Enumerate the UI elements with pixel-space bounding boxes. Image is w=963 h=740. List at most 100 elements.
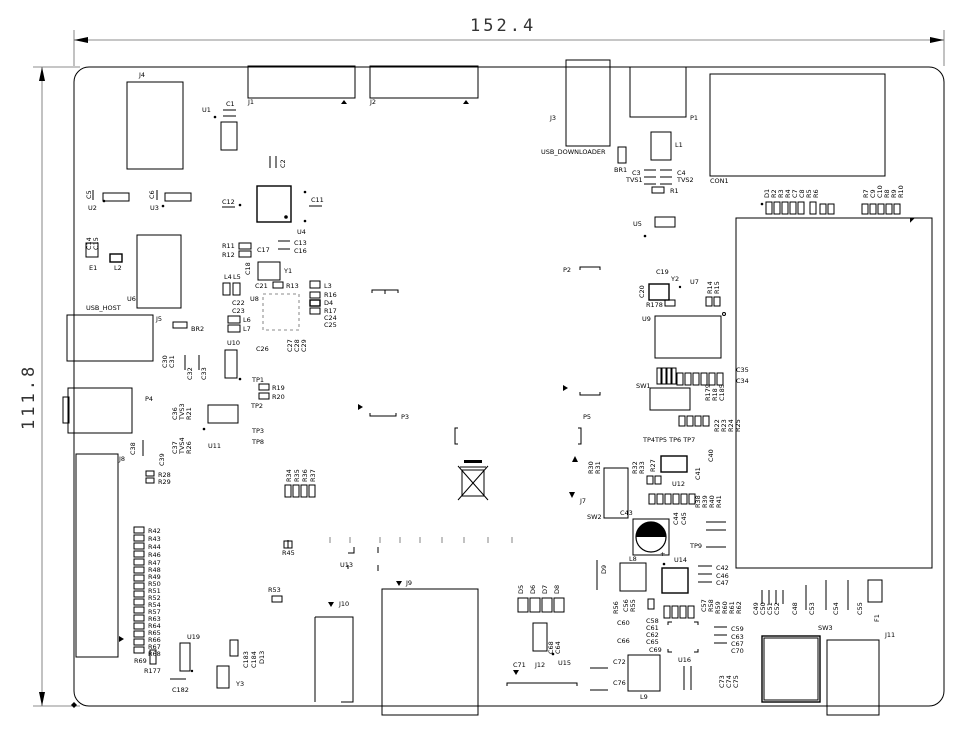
ref-F1: F1: [873, 614, 881, 622]
ref-C8: C8: [798, 189, 806, 198]
ref-R29: R29: [158, 478, 171, 486]
ref-C29: C29: [300, 339, 308, 352]
ref-U7: U7: [690, 278, 699, 286]
ref-C64: C64: [554, 641, 562, 654]
ref-R15: R15: [713, 281, 721, 294]
ref-C4: C4: [677, 169, 686, 177]
ref-Y3: Y3: [235, 680, 244, 688]
ref-R39: R39: [701, 495, 709, 508]
ref-R179: R179: [704, 384, 712, 401]
ref-J9: J9: [405, 579, 412, 587]
ref-C23: C23: [232, 307, 245, 315]
ref-C10: C10: [876, 185, 884, 198]
ref-R66: R66: [148, 636, 161, 644]
J4-outline: [126, 81, 184, 170]
resistors-R34-R37: [284, 484, 316, 498]
ref-C28: C28: [293, 339, 301, 352]
ref-R57: R57: [148, 608, 161, 616]
ref-R40: R40: [708, 495, 716, 508]
U1-outline: [220, 121, 238, 151]
ref-D9: D9: [600, 565, 608, 574]
ref-C63: C63: [731, 633, 744, 641]
L1-outline: [650, 131, 672, 161]
ref-R33: R33: [638, 461, 646, 474]
ref-C40: C40: [707, 449, 715, 462]
ref-U14: U14: [674, 556, 687, 564]
ref-C34: C34: [736, 377, 749, 385]
ref-D4: D4: [324, 299, 333, 307]
ref-U2: U2: [88, 204, 97, 212]
ref-SW2: SW2: [587, 513, 602, 521]
ref-R8: R8: [883, 189, 891, 198]
ref-R49: R49: [148, 573, 161, 581]
tick-row: [329, 537, 513, 543]
ref-L8: L8: [629, 555, 637, 563]
ref-C75: C75: [732, 675, 740, 688]
ref-C68: C68: [547, 641, 555, 654]
ref-C59: C59: [731, 625, 744, 633]
ref-D1: D1: [763, 189, 771, 198]
ref-R11: R11: [222, 242, 235, 250]
ref-C18: C18: [244, 262, 252, 275]
weee-bin-icon: [457, 460, 489, 501]
ref-C14: C14: [85, 237, 93, 250]
ref-C67: C67: [731, 640, 744, 648]
ref-R42: R42: [148, 527, 161, 535]
ref-C27: C27: [286, 339, 294, 352]
ref-R10: R10: [897, 185, 905, 198]
J9-outline: [381, 588, 479, 716]
ref-J2: J2: [369, 98, 376, 106]
ref-P4: P4: [145, 395, 153, 403]
ref-R3: R3: [777, 189, 785, 198]
ref-TVS2: TVS2: [676, 176, 694, 184]
ref-C6: C6: [148, 190, 156, 199]
L8-outline: [619, 562, 647, 592]
ref-C39: C39: [158, 453, 166, 466]
ref-TP3: TP3: [251, 427, 264, 435]
ref-Y2: Y2: [670, 275, 679, 283]
ref-C7: C7: [791, 189, 799, 198]
ref-R54: R54: [148, 601, 161, 609]
ref-R16: R16: [324, 291, 337, 299]
ref-C17: C17: [257, 246, 270, 254]
ref-R13: R13: [286, 282, 299, 290]
ref-R7: R7: [862, 189, 870, 198]
ref-C15: C15: [92, 237, 100, 250]
ref-TP9: TP9: [689, 542, 702, 550]
ref-J4: J4: [138, 71, 145, 79]
ref-C49: C49: [752, 602, 760, 615]
J8-outline: [75, 453, 119, 658]
module-marker: ◤: [910, 216, 915, 224]
ref-J1: J1: [247, 98, 254, 106]
ref-R37: R37: [309, 469, 317, 482]
ref-R19: R19: [272, 384, 285, 392]
ref-R60: R60: [721, 601, 729, 614]
ref-R35: R35: [293, 469, 301, 482]
ref-C58: C58: [646, 617, 659, 625]
ref-C26: C26: [256, 345, 269, 353]
c43-plus: +: [660, 550, 665, 558]
ref-R50: R50: [148, 580, 161, 588]
CON1-outline: [709, 73, 886, 177]
ref-C1: C1: [226, 100, 235, 108]
F1-outline: [867, 579, 883, 603]
ref-R6: R6: [812, 189, 820, 198]
ref-D7: D7: [541, 585, 549, 594]
ref-C62: C62: [646, 631, 659, 639]
ref-C35: C35: [736, 366, 749, 374]
U8-outline: [262, 293, 300, 331]
ref-U19: U19: [187, 633, 200, 641]
ref-R65: R65: [148, 629, 161, 637]
ref-TVS3: TVS3: [178, 403, 186, 421]
U2-outline: [102, 192, 130, 202]
ref-C183: C183: [242, 651, 250, 668]
ref-C76: C76: [613, 679, 626, 687]
ref-C184: C184: [250, 651, 258, 668]
ref-C36: C36: [171, 407, 179, 420]
top-right-row-parts: [760, 201, 901, 215]
ref-C70: C70: [731, 647, 744, 655]
ref-D8: D8: [553, 585, 561, 594]
ref-C65: C65: [646, 638, 659, 646]
usb-downloader-label: USB_DOWNLOADER: [541, 148, 606, 156]
